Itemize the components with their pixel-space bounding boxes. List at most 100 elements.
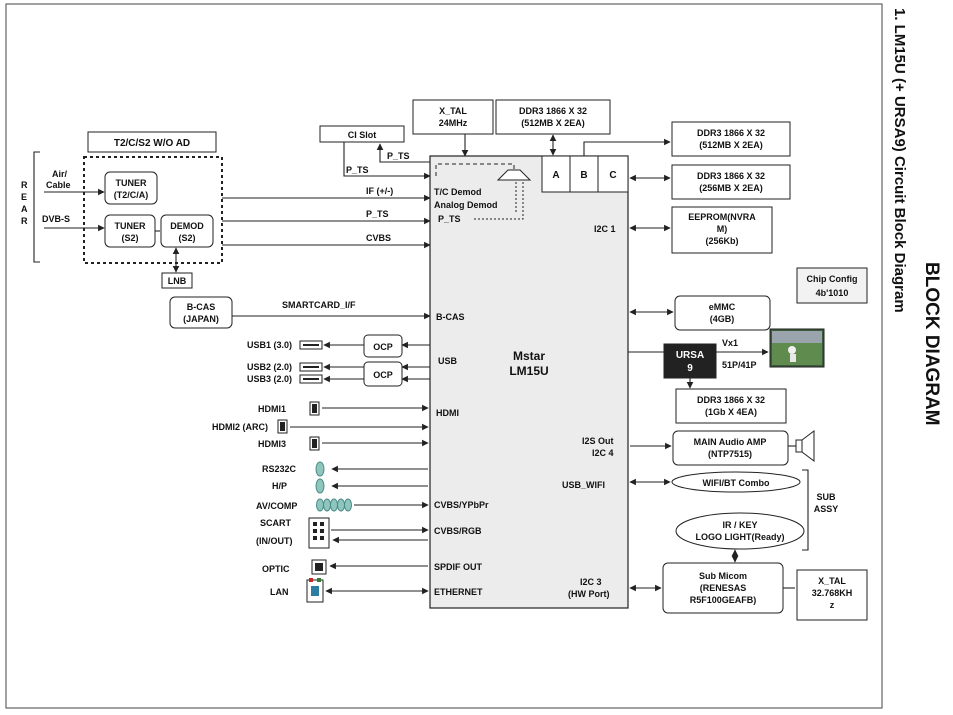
rs232c-label: RS232C <box>262 464 297 474</box>
rear-label: R E A R <box>21 151 40 263</box>
sub-assy-bracket <box>802 469 809 551</box>
soc-p-ts: P_TS <box>438 214 461 224</box>
if-signal: IF (+/-) <box>366 186 393 196</box>
ddr-b-label: DDR3 1866 X 32 <box>697 171 765 181</box>
frontend-group-title: T2/C/S2 W/O AD <box>114 138 190 149</box>
soc-tc-demod: T/C Demod <box>434 187 482 197</box>
usb1-label: USB1 (3.0) <box>247 340 292 350</box>
xtal-24mhz-label: X_TAL <box>439 106 467 116</box>
ocp-label-2: OCP <box>373 370 393 380</box>
lnb-box <box>161 272 193 289</box>
soc-box <box>429 155 629 609</box>
soc-i2c3: I2C 3 <box>580 577 602 587</box>
page-title: BLOCK DIAGRAM <box>921 262 942 426</box>
soc-port-c <box>597 155 629 193</box>
demod-s2-sub: (S2) <box>178 233 195 243</box>
usb-port-icon <box>299 340 323 350</box>
soc-usb-wifi: USB_WIFI <box>562 480 605 490</box>
xtal-sub-freq: 32.768KH <box>812 588 853 598</box>
lan-label: LAN <box>270 587 289 597</box>
optic-port-icon <box>311 559 327 575</box>
demod-s2-label: DEMOD <box>170 221 204 231</box>
hdmi-port-icon <box>277 419 288 434</box>
scart-sub: (IN/OUT) <box>256 536 293 546</box>
ursa-box <box>663 343 717 379</box>
tuner-t2ca-sub: (T2/C/A) <box>114 190 149 200</box>
svg-text:R: R <box>21 180 28 190</box>
hdmi-port-icon <box>309 401 320 416</box>
bcas-sub: (JAPAN) <box>183 314 219 324</box>
soc-model: LM15U <box>509 364 548 378</box>
ci-slot-label: CI Slot <box>348 130 377 140</box>
soc-i2s-out: I2S Out <box>582 436 614 446</box>
lnb-label: LNB <box>168 276 187 286</box>
soc-port-c-label: C <box>609 170 616 181</box>
ddr-main-box <box>495 99 611 135</box>
xtal-24mhz-freq: 24MHz <box>439 118 468 128</box>
eeprom-box <box>671 206 773 254</box>
xtal-24mhz-box <box>412 99 494 135</box>
hdmi2-label: HDMI2 (ARC) <box>212 422 268 432</box>
soc-i2c4: I2C 4 <box>592 448 614 458</box>
emmc-box <box>674 295 771 331</box>
ddr-ursa-label: DDR3 1866 X 32 <box>697 395 765 405</box>
svg-text:R: R <box>21 216 28 226</box>
soc-bcas: B-CAS <box>436 312 465 322</box>
xtal-sub-label: X_TAL <box>818 576 846 586</box>
ddr-b-config: (256MB X 2EA) <box>699 183 763 193</box>
audio-amp-box <box>672 430 789 466</box>
p-ts-signal-1: P_TS <box>346 165 369 175</box>
frontend-group <box>83 156 223 264</box>
diagram-subtitle: 1. LM15U (+ URSA9) Circuit Block Diagram <box>891 8 908 313</box>
rs232c-jack-icon <box>315 461 325 477</box>
ursa-label: URSA <box>676 350 704 361</box>
p-ts-signal-3: P_TS <box>366 209 389 219</box>
svg-text:A: A <box>21 204 28 214</box>
soc-hdmi: HDMI <box>436 408 459 418</box>
ddr-a-box <box>671 121 791 157</box>
optic-label: OPTIC <box>262 564 290 574</box>
cvbs-signal: CVBS <box>366 233 391 243</box>
usb-port-icon <box>299 374 323 384</box>
emmc-size: (4GB) <box>710 314 735 324</box>
tuner-s2-sub: (S2) <box>121 233 138 243</box>
panel-res-label: 51P/41P <box>722 360 757 370</box>
ddr-b-box <box>671 164 791 200</box>
soc-i2c3-sub: (HW Port) <box>568 589 610 599</box>
vx1-label: Vx1 <box>722 338 738 348</box>
chip-config-label: Chip Config <box>807 274 858 284</box>
ocp-label-1: OCP <box>373 342 393 352</box>
ci-slot-box <box>319 125 405 143</box>
sub-assy-label-2: ASSY <box>814 504 839 514</box>
soc-port-a-label: A <box>552 170 559 181</box>
soc-i2c1: I2C 1 <box>594 224 616 234</box>
ddr-a-label: DDR3 1866 X 32 <box>697 128 765 138</box>
av-comp-label: AV/COMP <box>256 501 297 511</box>
hdmi1-label: HDMI1 <box>258 404 286 414</box>
soc-port-b <box>569 155 599 193</box>
smartcard-signal: SMARTCARD_I/F <box>282 300 356 310</box>
ir-key-sub: LOGO LIGHT(Ready) <box>695 532 784 542</box>
ddr-main-label: DDR3 1866 X 32 <box>519 106 587 116</box>
chip-config-box <box>796 267 868 304</box>
hdmi3-label: HDMI3 <box>258 439 286 449</box>
svg-text:E: E <box>21 192 27 202</box>
tuner-t2ca-box <box>104 171 158 205</box>
chip-config-value: 4b'1010 <box>816 288 849 298</box>
soc-port-a <box>541 155 571 193</box>
speaker-icon <box>795 430 815 462</box>
air-cable-label: Air/ <box>52 169 68 179</box>
soc-ethernet: ETHERNET <box>434 587 483 597</box>
sub-assy-label: SUB <box>816 492 836 502</box>
audio-amp-label: MAIN Audio AMP <box>694 437 767 447</box>
hdmi-port-icon <box>309 436 320 451</box>
eeprom-label: EEPROM(NVRA <box>688 212 756 222</box>
diagram-frame <box>5 3 883 709</box>
emmc-label: eMMC <box>709 302 736 312</box>
tv-panel-icon <box>769 328 825 368</box>
wifi-bt-label: WIFI/BT Combo <box>703 478 770 488</box>
air-cable-label-2: Cable <box>46 180 71 190</box>
soc-demod-symbol <box>496 169 532 181</box>
sub-micom-part: R5F100GEAFB) <box>690 595 757 605</box>
